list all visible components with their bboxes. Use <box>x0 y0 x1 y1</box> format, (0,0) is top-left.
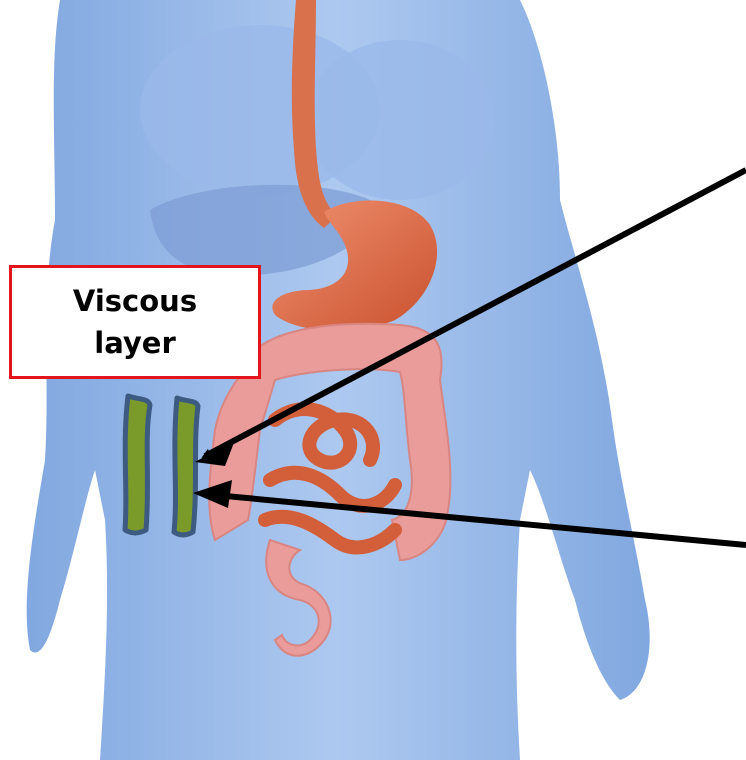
label-box: Viscous layer <box>9 265 261 379</box>
viscous-layer-strip-right <box>174 398 198 535</box>
body-silhouette <box>27 0 650 760</box>
viscous-layer-strip-left <box>125 396 150 533</box>
label-text: Viscous layer <box>45 280 225 364</box>
